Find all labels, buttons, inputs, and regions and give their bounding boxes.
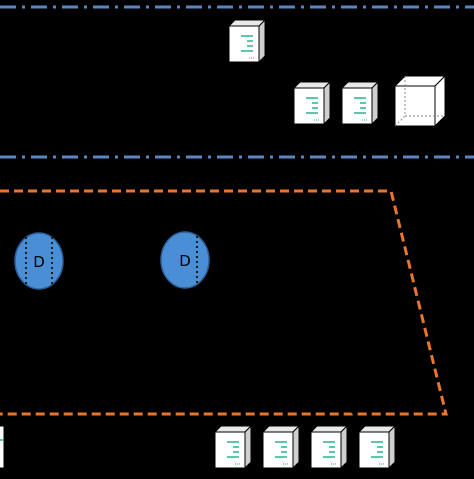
- tick-mark: [275, 186, 281, 196]
- tick-mark: [349, 409, 357, 417]
- server-icon: [214, 425, 252, 469]
- device-label: D: [179, 252, 191, 270]
- server-icon: [293, 81, 331, 125]
- device-node-1[interactable]: D: [14, 232, 64, 290]
- server-icon: [228, 19, 266, 63]
- device-node-2[interactable]: D: [160, 231, 210, 289]
- orange-dashed-region: [0, 189, 448, 416]
- wireframe-cube-icon: [393, 74, 447, 128]
- device-label: D: [33, 253, 45, 271]
- server-icon: [262, 425, 300, 469]
- server-icon: [310, 425, 348, 469]
- server-icon: [358, 425, 396, 469]
- server-icon-partial: [0, 425, 5, 469]
- server-icon: [341, 81, 379, 125]
